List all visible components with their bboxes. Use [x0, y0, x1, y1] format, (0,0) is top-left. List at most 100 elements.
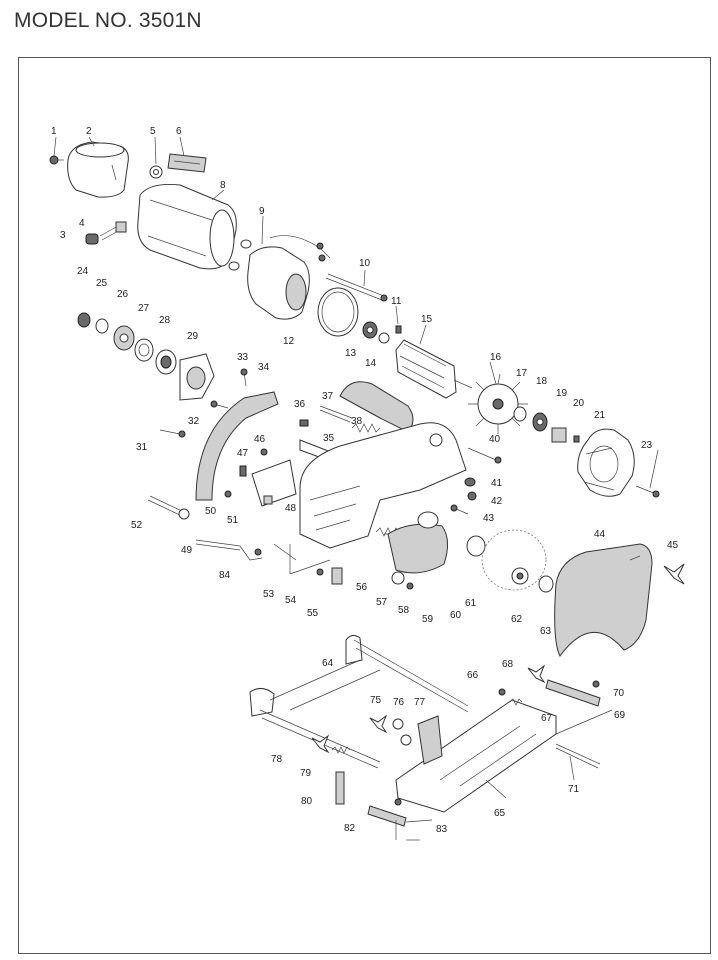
part-59-screw	[406, 582, 414, 590]
part-26-gear	[113, 325, 135, 351]
part-55-plate	[331, 567, 343, 585]
label-5: 5	[150, 126, 156, 137]
label-21: 21	[594, 410, 606, 421]
diagram-frame	[18, 57, 711, 954]
part-60-lower-guard	[387, 511, 448, 574]
part-19-sleeve	[551, 427, 567, 443]
label-82: 82	[344, 823, 356, 834]
part-28-bearing	[155, 349, 177, 375]
label-50: 50	[205, 506, 217, 517]
part-13-bearing	[362, 321, 378, 339]
part-9-field	[228, 235, 331, 320]
part-34-guard-arc	[195, 391, 279, 501]
part-8-motor-housing	[137, 184, 237, 270]
label-79: 79	[300, 768, 312, 779]
label-12: 12	[283, 336, 295, 347]
part-69-plate	[545, 679, 601, 707]
label-3: 3	[60, 230, 66, 241]
part-6-label	[167, 153, 207, 173]
model-number-title: MODEL NO. 3501N	[14, 9, 202, 32]
part-50-screw	[224, 490, 232, 498]
label-11: 11	[391, 296, 402, 307]
part-52-bolt	[147, 495, 190, 520]
label-76: 76	[393, 697, 405, 708]
label-58: 58	[398, 605, 410, 616]
label-83: 83	[436, 824, 448, 835]
label-28: 28	[159, 315, 171, 326]
label-48: 48	[285, 503, 297, 514]
part-63-nut	[538, 575, 554, 593]
label-34: 34	[258, 362, 270, 373]
label-62: 62	[511, 614, 523, 625]
label-25: 25	[96, 278, 108, 289]
part-47-pin	[239, 465, 247, 477]
label-44: 44	[594, 529, 606, 540]
part-84-screw	[254, 548, 262, 556]
part-11-pin	[395, 325, 402, 334]
label-31: 31	[136, 442, 148, 453]
part-25-ring	[95, 318, 109, 334]
label-15: 15	[421, 314, 433, 325]
label-10: 10	[359, 258, 371, 269]
label-32: 32	[188, 416, 200, 427]
part-15-armature	[395, 339, 473, 399]
part-33-screw	[240, 368, 248, 387]
part-64-rip-fence-assembly	[249, 634, 469, 769]
label-45: 45	[667, 540, 679, 551]
part-66-screw	[498, 688, 506, 696]
part-16-fan	[468, 373, 528, 434]
part-76-washer	[392, 718, 404, 730]
part-12-baffle-ring	[317, 287, 359, 337]
part-29-bearing-box	[179, 353, 215, 401]
part-61-ring	[466, 535, 486, 557]
label-60: 60	[450, 610, 462, 621]
part-24-bearing	[77, 312, 91, 328]
label-67: 67	[541, 713, 553, 724]
label-80: 80	[301, 796, 313, 807]
label-65: 65	[494, 808, 506, 819]
label-46: 46	[254, 434, 266, 445]
label-71: 71	[568, 784, 580, 795]
part-5-washer	[149, 165, 163, 179]
part-68-wing-bolt	[527, 664, 546, 684]
part-43-screw	[450, 504, 469, 515]
part-77-washer	[400, 734, 412, 746]
label-37: 37	[322, 391, 334, 402]
label-63: 63	[540, 626, 552, 637]
label-16: 16	[490, 352, 502, 363]
part-70-screw	[592, 680, 600, 688]
label-75: 75	[370, 695, 382, 706]
label-55: 55	[307, 608, 319, 619]
part-51-clip	[263, 495, 273, 505]
label-64: 64	[322, 658, 334, 669]
label-78: 78	[271, 754, 283, 765]
part-10-screws	[325, 273, 388, 302]
label-35: 35	[323, 433, 335, 444]
part-3-4-screw	[85, 221, 127, 245]
label-56: 56	[356, 582, 368, 593]
label-42: 42	[491, 496, 503, 507]
label-19: 19	[556, 388, 568, 399]
label-49: 49	[181, 545, 193, 556]
part-18-bearing	[532, 412, 548, 432]
part-71-rod	[555, 743, 601, 769]
label-84: 84	[219, 570, 231, 581]
label-51: 51	[227, 515, 239, 526]
label-40: 40	[489, 434, 501, 445]
part-46-screw	[260, 448, 268, 456]
label-33: 33	[237, 352, 249, 363]
label-1: 1	[51, 126, 57, 137]
part-80-rack	[335, 771, 345, 805]
label-59: 59	[422, 614, 434, 625]
label-27: 27	[138, 303, 150, 314]
label-61: 61	[465, 598, 477, 609]
label-13: 13	[345, 348, 357, 359]
label-43: 43	[483, 513, 495, 524]
label-2: 2	[86, 126, 92, 137]
label-36: 36	[294, 399, 306, 410]
label-4: 4	[79, 218, 85, 229]
label-57: 57	[376, 597, 388, 608]
label-6: 6	[176, 126, 182, 137]
part-17-washer	[513, 406, 527, 422]
label-47: 47	[237, 448, 249, 459]
